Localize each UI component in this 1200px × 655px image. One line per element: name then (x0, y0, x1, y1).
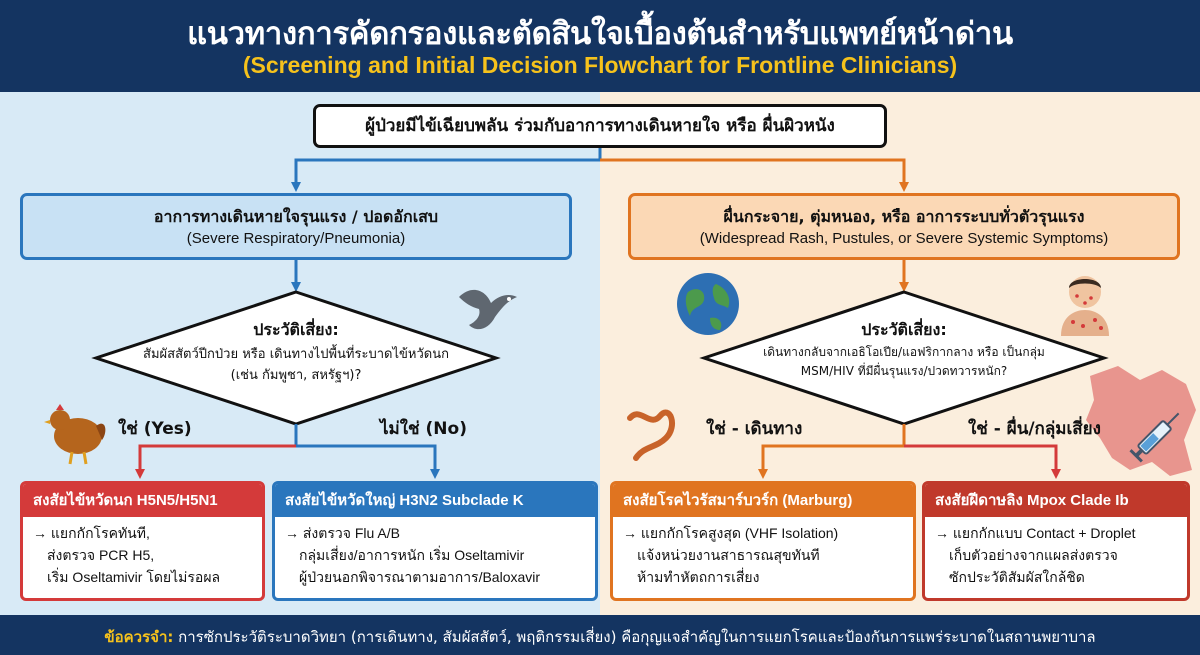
outcome-mpox-line: เก็บตัวอย่างจากแผลส่งตรวจ (949, 547, 1118, 563)
left-decision-text: ประวัติเสี่ยง: สัมผัสสัตว์ปีกป่วย หรือ เ… (96, 318, 496, 385)
outcome-seasonal-flu-line: → ส่งตรวจ Flu A/B (285, 525, 400, 541)
left-decision-line2: (เช่น กัมพูชา, สหรัฐฯ)? (230, 368, 362, 383)
outcome-avian-flu-title: สงสัยไข้หวัดนก H5N5/H5N1 (23, 484, 262, 517)
start-split-connector (291, 148, 909, 192)
header-banner: แนวทางการคัดกรองและตัดสินใจเบื้องต้นสำหร… (0, 0, 1200, 92)
start-box: ผู้ป่วยมีไข้เฉียบพลัน ร่วมกับอาการทางเดิ… (313, 104, 887, 148)
rash-branch-title: ผื่นกระจาย, ตุ่มหนอง, หรือ อาการระบบทั่ว… (723, 207, 1085, 226)
footer-note: ข้อควรจำ: การซักประวัติระบาดวิทยา (การเด… (0, 625, 1200, 649)
left-decision-connectors (135, 424, 440, 479)
outcome-seasonal-flu: สงสัยไข้หวัดใหญ่ H3N2 Subclade K → ส่งตร… (272, 481, 598, 601)
rash-branch-subtitle: (Widespread Rash, Pustules, or Severe Sy… (699, 230, 1109, 247)
outcome-seasonal-flu-line: กลุ่มเสี่ยง/อาการหนัก เริ่ม Oseltamivir (299, 547, 525, 563)
bird-icon (459, 289, 517, 330)
travel-label: ใช่ - เดินทาง (706, 419, 803, 439)
outcome-marburg: สงสัยโรคไวรัสมาร์บวร์ก (Marburg) → แยกกั… (610, 481, 916, 601)
outcome-marburg-body: → แยกกักโรคสูงสุด (VHF Isolation) แจ้งหน… (613, 517, 913, 588)
outcome-mpox-title: สงสัยฝีดาษลิง Mpox Clade Ib (925, 484, 1187, 517)
outcome-mpox: สงสัยฝีดาษลิง Mpox Clade Ib → แยกกักแบบ … (922, 481, 1190, 601)
outcome-marburg-line: ห้ามทำหัตถการเสี่ยง (637, 569, 760, 585)
title-thai: แนวทางการคัดกรองและตัดสินใจเบื้องต้นสำหร… (187, 16, 1013, 52)
syringe-icon (1129, 412, 1180, 463)
outcome-avian-flu-body: → แยกกักโรคทันที, ส่งตรวจ PCR H5, เริ่ม … (23, 517, 262, 588)
chicken-icon (44, 404, 106, 465)
respiratory-branch-title: อาการทางเดินหายใจรุนแรง / ปอดอักเสบ (153, 207, 439, 226)
outcome-mpox-line: ซักประวัติสัมผัสใกล้ชิด (949, 569, 1085, 585)
right-decision-line2: MSM/HIV ที่มีผื่นรุนแรง/ปวดทวารหนัก? (800, 364, 1008, 378)
outcome-marburg-line: → แยกกักโรคสูงสุด (VHF Isolation) (623, 525, 839, 541)
outcome-avian-flu-line: → แยกกักโรคทันที, (33, 525, 150, 541)
map-icon (1086, 366, 1196, 476)
outcome-marburg-title: สงสัยโรคไวรัสมาร์บวร์ก (Marburg) (613, 484, 913, 517)
outcome-marburg-line: แจ้งหน่วยงานสาธารณสุขทันที (637, 547, 820, 563)
outcome-mpox-body: → แยกกักแบบ Contact + Droplet เก็บตัวอย่… (925, 517, 1187, 588)
rash-branch-box: ผื่นกระจาย, ตุ่มหนอง, หรือ อาการระบบทั่ว… (628, 193, 1180, 260)
outcome-seasonal-flu-body: → ส่งตรวจ Flu A/B กลุ่มเสี่ยง/อาการหนัก … (275, 517, 595, 588)
outcome-mpox-line: → แยกกักแบบ Contact + Droplet (935, 525, 1136, 541)
yes-label: ใช่ (Yes) (118, 419, 192, 439)
right-decision-line1: เดินทางกลับจากเอธิโอเปีย/แอฟริกากลาง หรื… (763, 345, 1045, 359)
outcome-avian-flu: สงสัยไข้หวัดนก H5N5/H5N1 → แยกกักโรคทันท… (20, 481, 265, 601)
rash-patient-icon (1061, 276, 1109, 336)
respiratory-branch-subtitle: (Severe Respiratory/Pneumonia) (186, 230, 406, 247)
start-text: ผู้ป่วยมีไข้เฉียบพลัน ร่วมกับอาการทางเดิ… (365, 116, 835, 136)
footer-banner: ข้อควรจำ: การซักประวัติระบาดวิทยา (การเด… (0, 615, 1200, 655)
footer-key: ข้อควรจำ: (104, 628, 174, 646)
outcome-seasonal-flu-title: สงสัยไข้หวัดใหญ่ H3N2 Subclade K (275, 484, 595, 517)
left-decision-title: ประวัติเสี่ยง: (253, 320, 339, 339)
right-decision-connectors (758, 424, 1061, 479)
globe-icon (677, 273, 739, 335)
right-decision-text: ประวัติเสี่ยง: เดินทางกลับจากเอธิโอเปีย/… (704, 318, 1104, 381)
title-english: (Screening and Initial Decision Flowchar… (242, 52, 958, 78)
rash-risk-label: ใช่ - ผื่น/กลุ่มเสี่ยง (968, 419, 1101, 439)
outcome-avian-flu-line: เริ่ม Oseltamivir โดยไม่รอผล (47, 569, 221, 585)
left-decision-line1: สัมผัสสัตว์ปีกป่วย หรือ เดินทางไปพื้นที่… (143, 347, 449, 362)
no-label: ไม่ใช่ (No) (380, 419, 467, 439)
outcome-avian-flu-line: ส่งตรวจ PCR H5, (47, 547, 155, 563)
respiratory-branch-box: อาการทางเดินหายใจรุนแรง / ปอดอักเสบ (Sev… (20, 193, 572, 260)
worm-icon (627, 409, 675, 461)
outcome-seasonal-flu-line: ผู้ป่วยนอกพิจารณาตามอาการ/Baloxavir (299, 569, 541, 585)
footer-text: การซักประวัติระบาดวิทยา (การเดินทาง, สัม… (173, 628, 1096, 646)
right-decision-title: ประวัติเสี่ยง: (861, 320, 947, 339)
